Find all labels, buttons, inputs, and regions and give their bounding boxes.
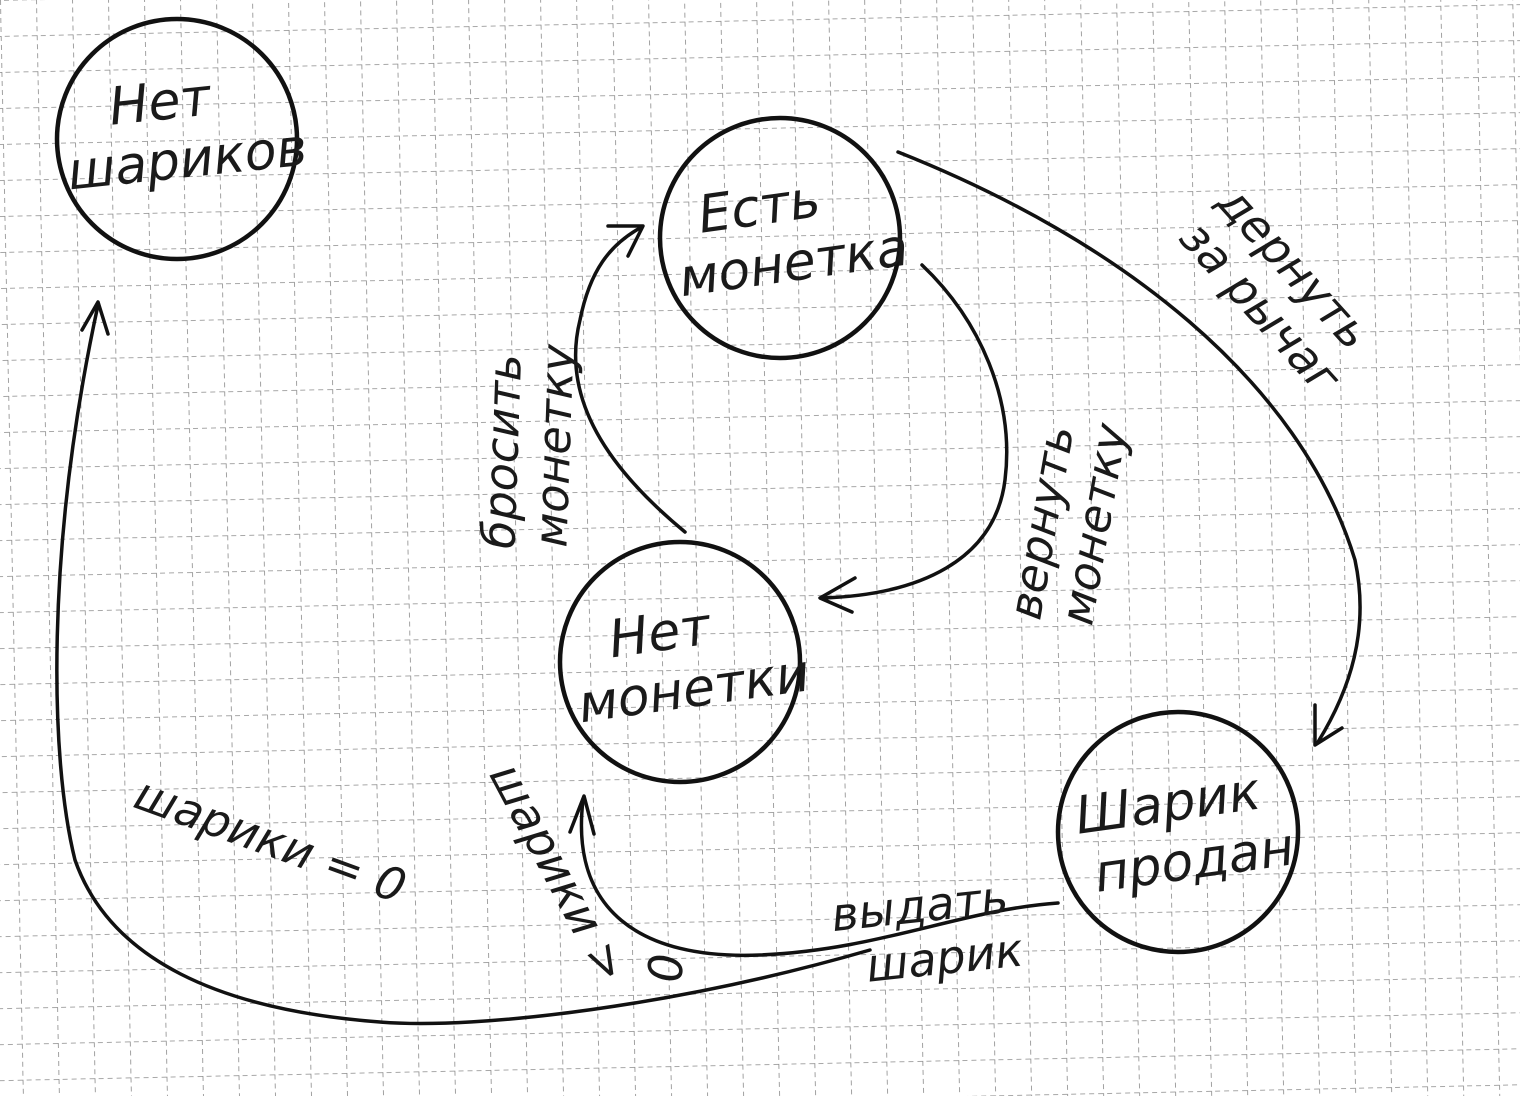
edge-balls-positive bbox=[568, 794, 1060, 958]
label-balls-positive-line-2: 0 bbox=[637, 953, 691, 982]
edge-return-coin bbox=[818, 263, 1009, 614]
edge-balls-positive-line bbox=[579, 798, 1060, 958]
state-no-coin-line-1: Нет bbox=[605, 597, 715, 671]
edge-return-coin-line bbox=[820, 263, 1009, 600]
edge-return-coin-arrowhead bbox=[818, 576, 857, 614]
state-no-balls-line-1: Нет bbox=[106, 67, 215, 137]
edge-balls-zero bbox=[55, 300, 872, 1026]
edge-turn-crank-arrowhead bbox=[1313, 703, 1344, 747]
state-no-coin-circle bbox=[557, 539, 803, 785]
edge-balls-positive-arrowhead bbox=[568, 794, 596, 836]
edge-insert-coin-line bbox=[573, 226, 687, 534]
edge-turn-crank bbox=[896, 150, 1362, 747]
edge-insert-coin-arrowhead bbox=[606, 224, 645, 258]
svg-text:бросить монетку: бросить монетку bbox=[471, 338, 584, 551]
edge-balls-zero-arrowhead bbox=[80, 300, 110, 336]
edge-turn-crank-line bbox=[896, 150, 1362, 744]
state-has-coin-circle bbox=[657, 115, 903, 361]
label-insert-coin-line-1: бросить bbox=[471, 353, 532, 550]
label-insert-coin-line-2: монетку bbox=[523, 343, 584, 549]
edge-balls-zero-line bbox=[55, 303, 872, 1026]
svg-text:0: 0 bbox=[637, 953, 691, 982]
state-ball-sold-circle bbox=[1055, 709, 1301, 955]
edge-insert-coin bbox=[573, 224, 687, 534]
state-no-balls-circle bbox=[54, 16, 300, 262]
